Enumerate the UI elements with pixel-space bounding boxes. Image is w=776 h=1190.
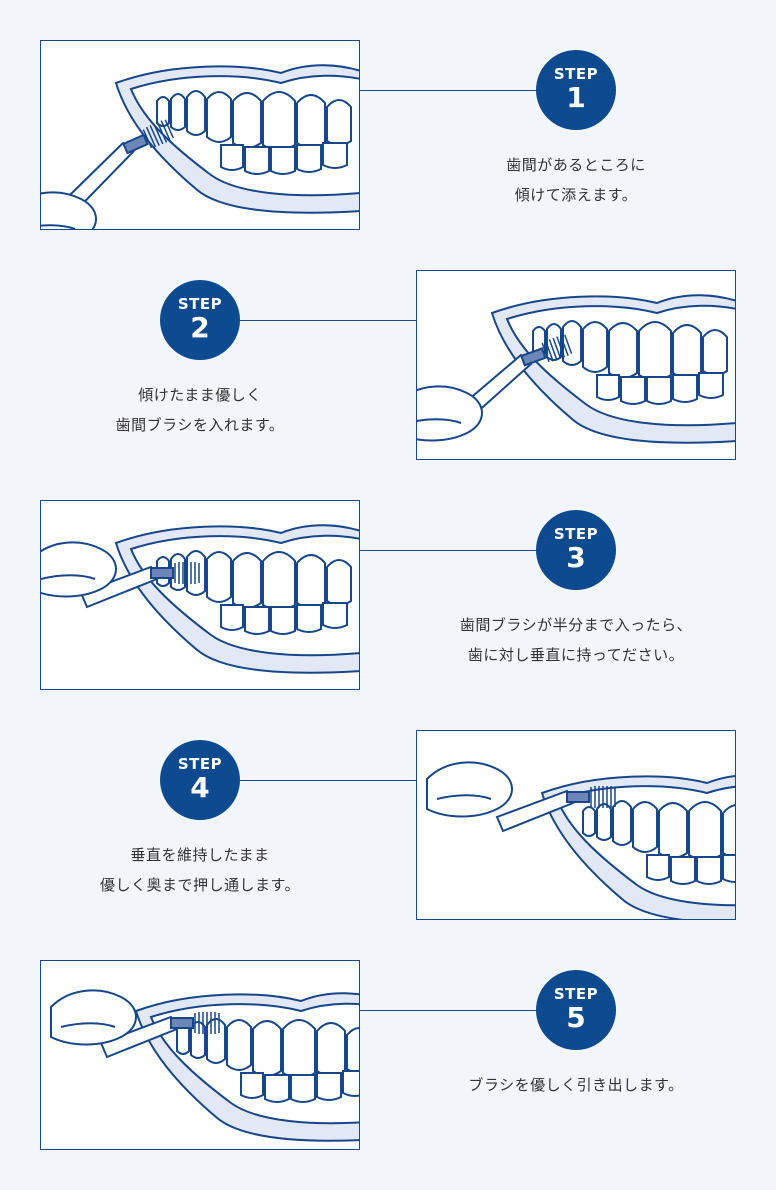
step-3: STEP 3 歯間ブラシが半分まで入ったら、 歯に対し垂直に持ってださい。 [0,500,776,690]
step-number: 2 [190,311,210,344]
connector-line [360,90,537,91]
caption-line: 垂直を維持したまま [130,846,270,864]
step-number: 1 [566,81,586,114]
step-2-illustration [416,270,736,460]
interdental-brush-illustration [41,524,359,674]
caption-line: 傾けたまま優しく [138,386,262,404]
interdental-brush-illustration [50,989,359,1142]
caption-line: 優しく奥まで押し通します。 [99,876,300,894]
step-4-illustration [416,730,736,920]
connector-line [240,320,416,321]
step-badge: STEP 1 [536,50,616,130]
caption-line: 歯に対し垂直に持ってださい。 [467,646,685,664]
step-number: 4 [190,771,210,804]
step-1-illustration [40,40,360,230]
connector-line [360,1010,537,1011]
step-4: STEP 4 垂直を維持したまま 優しく奥まで押し通します。 [0,730,776,920]
connector-line [240,780,416,781]
step-caption: ブラシを優しく引き出します。 [426,1070,726,1100]
step-caption: 垂直を維持したまま 優しく奥まで押し通します。 [50,840,350,900]
step-5-illustration [40,960,360,1150]
step-2: STEP 2 傾けたまま優しく 歯間ブラシを入れます。 [0,270,776,460]
step-label: STEP [553,525,599,543]
step-badge: STEP 2 [160,280,240,360]
caption-line: 傾けて添えます。 [514,186,638,204]
step-number: 5 [566,1001,586,1034]
connector-line [360,550,537,551]
step-label: STEP [177,755,223,773]
step-caption: 傾けたまま優しく 歯間ブラシを入れます。 [50,380,350,440]
step-badge: STEP 5 [536,970,616,1050]
step-label: STEP [553,985,599,1003]
caption-line: 歯間があるところに [506,156,646,174]
step-label: STEP [553,65,599,83]
step-3-illustration [40,500,360,690]
step-caption: 歯間ブラシが半分まで入ったら、 歯に対し垂直に持ってださい。 [426,610,726,670]
step-badge: STEP 4 [160,740,240,820]
caption-line: 歯間ブラシが半分まで入ったら、 [459,616,693,634]
step-1: STEP 1 歯間があるところに 傾けて添えます。 [0,40,776,230]
step-number: 3 [566,541,586,574]
caption-line: ブラシを優しく引き出します。 [468,1076,684,1094]
step-5: STEP 5 ブラシを優しく引き出します。 [0,960,776,1150]
step-badge: STEP 3 [536,510,616,590]
caption-line: 歯間ブラシを入れます。 [115,416,285,434]
interdental-brush-illustration [417,294,735,444]
interdental-brush-illustration [426,761,735,919]
interdental-brush-illustration [41,64,359,229]
step-label: STEP [177,295,223,313]
step-caption: 歯間があるところに 傾けて添えます。 [426,150,726,210]
